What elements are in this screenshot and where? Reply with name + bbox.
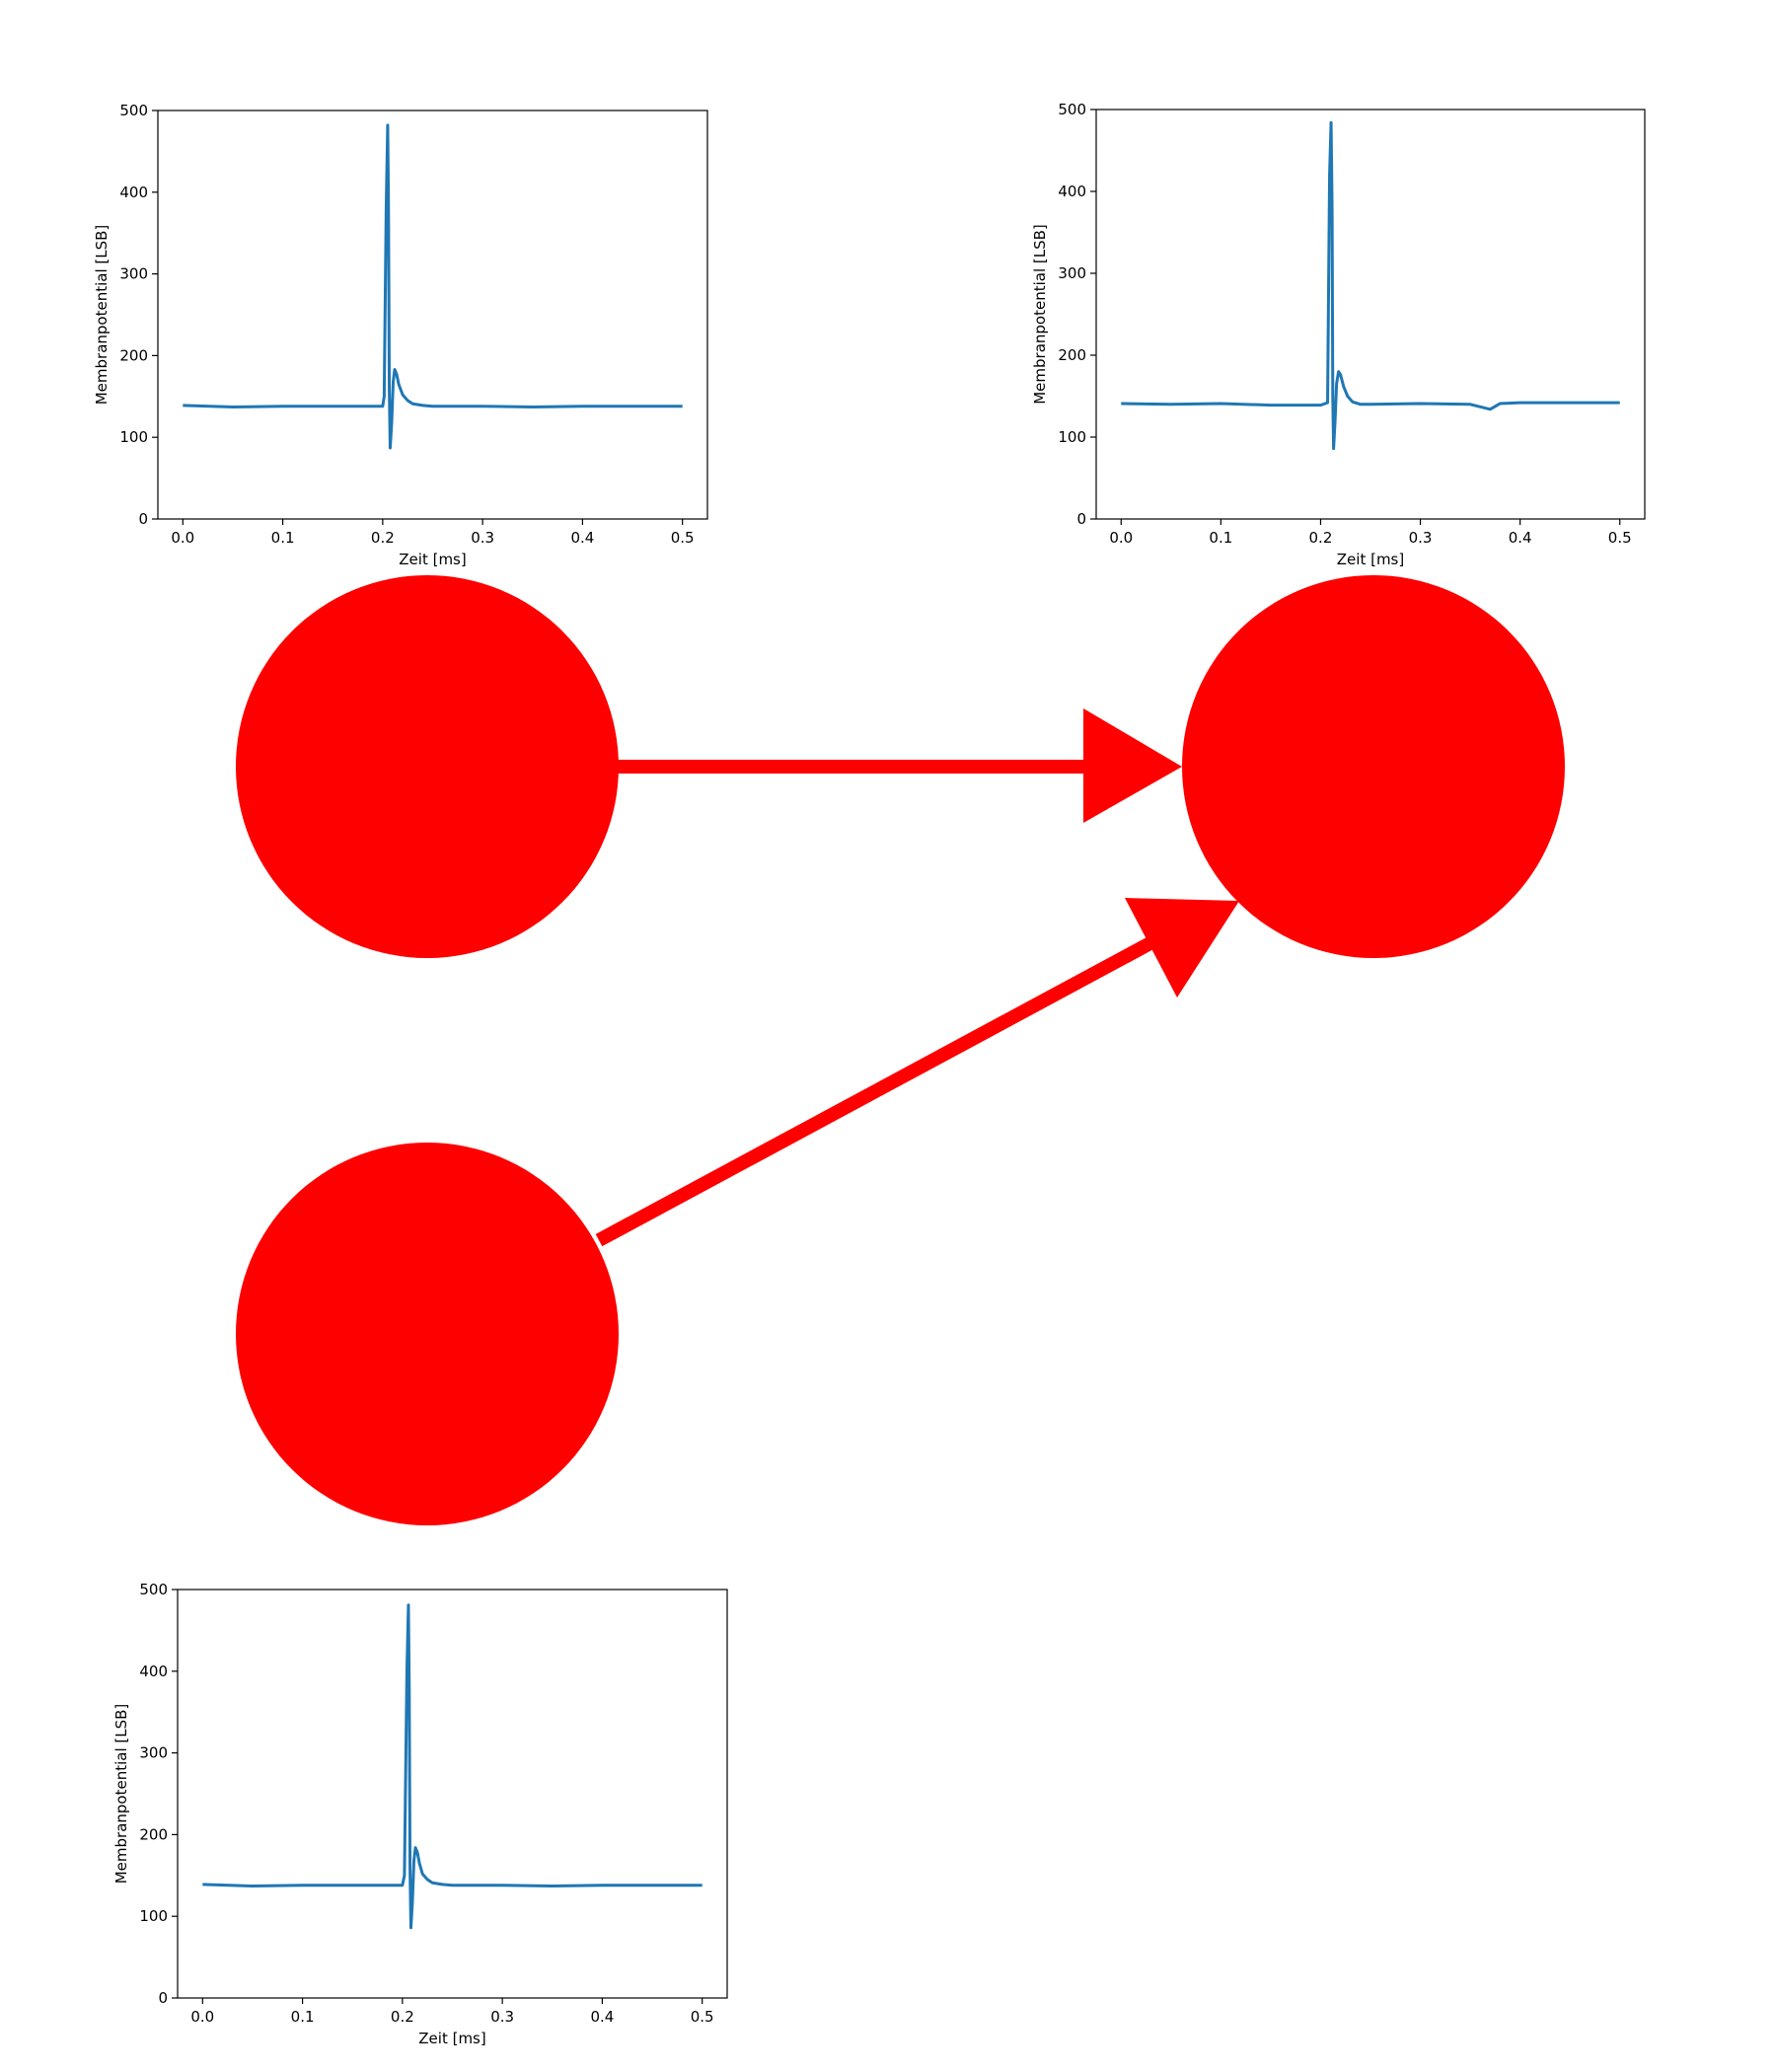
x-tick-label: 0.5 — [691, 2008, 714, 2026]
x-axis-label: Zeit [ms] — [418, 2030, 485, 2047]
y-tick-label: 200 — [119, 346, 148, 364]
y-tick-label: 300 — [1058, 264, 1086, 282]
x-tick-label: 0.0 — [1109, 529, 1133, 547]
plot-frame — [177, 1589, 728, 1999]
y-tick-label: 100 — [139, 1907, 168, 1925]
x-tick-label: 0.3 — [471, 529, 494, 547]
neuron-bottom-left — [236, 1143, 619, 1525]
neuron-top-left — [236, 575, 619, 958]
plot-frame — [1095, 109, 1646, 520]
membrane-trace — [183, 123, 683, 450]
y-tick-label: 100 — [1058, 428, 1086, 446]
x-tick-label: 0.1 — [291, 2008, 315, 2026]
plot-frame — [157, 110, 708, 520]
x-tick-label: 0.5 — [1608, 529, 1632, 547]
neuron-top-right — [1182, 575, 1565, 958]
y-tick-label: 400 — [119, 184, 148, 201]
y-tick-label: 500 — [139, 1581, 168, 1598]
y-tick-label: 500 — [119, 102, 148, 119]
membrane-trace — [202, 1603, 703, 1930]
connections — [592, 708, 1239, 1247]
membrane-trace — [1121, 120, 1620, 451]
x-tick-label: 0.3 — [1409, 529, 1433, 547]
x-tick-label: 0.1 — [1209, 529, 1232, 547]
y-axis-label: Membranpotential [LSB] — [112, 1704, 130, 1885]
y-tick-label: 100 — [119, 428, 148, 446]
x-tick-label: 0.4 — [590, 2008, 614, 2026]
y-tick-label: 400 — [139, 1663, 168, 1680]
x-tick-label: 0.3 — [490, 2008, 514, 2026]
y-axis-label: Membranpotential [LSB] — [1031, 224, 1049, 405]
y-tick-label: 200 — [139, 1825, 168, 1843]
y-tick-label: 0 — [158, 1989, 168, 2007]
y-tick-label: 200 — [1058, 346, 1086, 364]
y-tick-label: 300 — [139, 1744, 168, 1762]
x-tick-label: 0.4 — [1509, 529, 1532, 547]
y-tick-label: 0 — [138, 510, 148, 528]
synapse-line-bottom — [595, 931, 1163, 1247]
y-tick-label: 500 — [1058, 101, 1086, 118]
x-tick-label: 0.2 — [391, 2008, 414, 2026]
x-axis-label: Zeit [ms] — [399, 551, 466, 568]
x-tick-label: 0.0 — [190, 2008, 214, 2026]
x-tick-label: 0.2 — [371, 529, 395, 547]
synapse-arrowhead-top — [1083, 708, 1182, 823]
y-tick-label: 300 — [119, 265, 148, 283]
x-tick-label: 0.4 — [570, 529, 594, 547]
x-tick-label: 0.5 — [671, 529, 695, 547]
x-tick-label: 0.2 — [1309, 529, 1333, 547]
y-axis-label: Membranpotential [LSB] — [93, 225, 111, 406]
synapse-arrowhead-bottom — [1125, 898, 1239, 998]
x-axis-label: Zeit [ms] — [1337, 551, 1404, 568]
x-tick-label: 0.1 — [271, 529, 295, 547]
y-tick-label: 400 — [1058, 183, 1086, 200]
x-tick-label: 0.0 — [171, 529, 194, 547]
neurons — [236, 575, 1565, 1525]
y-tick-label: 0 — [1076, 510, 1086, 528]
